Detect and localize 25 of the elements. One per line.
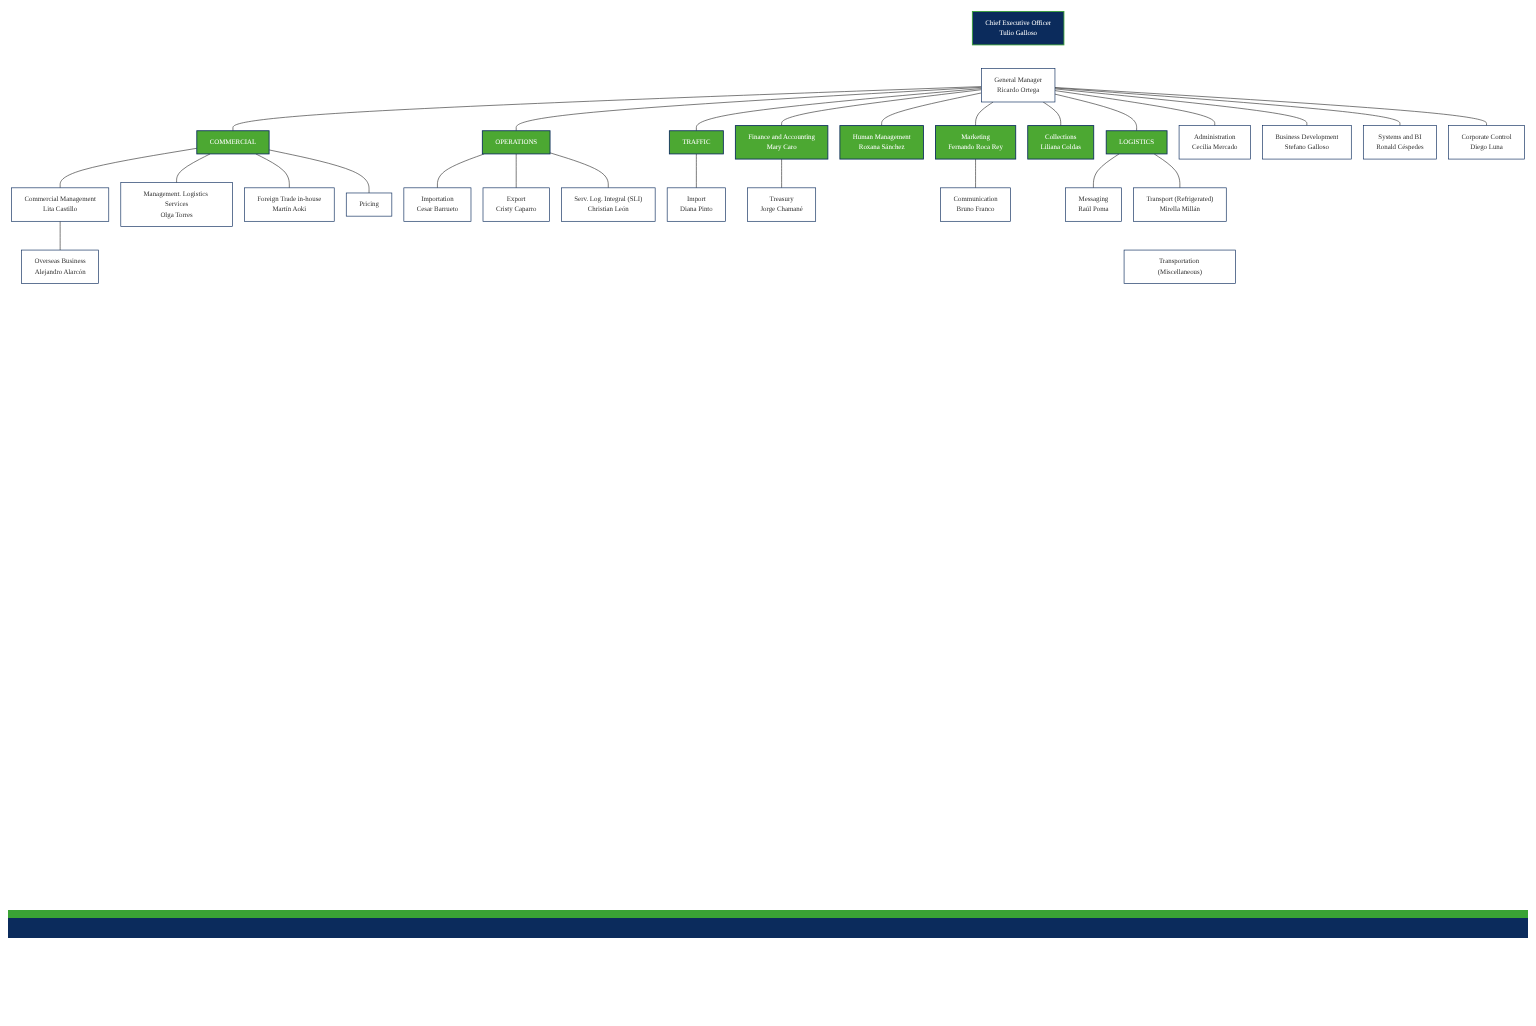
connector [1054, 87, 1401, 126]
connector [515, 153, 517, 189]
connector [1054, 93, 1137, 132]
connector [975, 158, 976, 189]
connector [549, 152, 609, 189]
connector [975, 101, 994, 126]
connector [1054, 88, 1308, 126]
connector [255, 153, 290, 189]
connector [437, 153, 485, 189]
connector [268, 149, 370, 194]
connector [232, 86, 982, 132]
connector [176, 153, 211, 183]
connector [1042, 101, 1062, 126]
connector [59, 148, 198, 189]
connector [1054, 90, 1216, 126]
connector [1153, 153, 1181, 189]
connector [1054, 87, 1487, 126]
connector [781, 158, 782, 189]
connector [59, 221, 61, 251]
connector [696, 153, 697, 189]
connector [696, 88, 982, 132]
connector [515, 87, 982, 132]
connector [1093, 153, 1120, 189]
connector [781, 89, 982, 126]
connector [881, 92, 982, 126]
